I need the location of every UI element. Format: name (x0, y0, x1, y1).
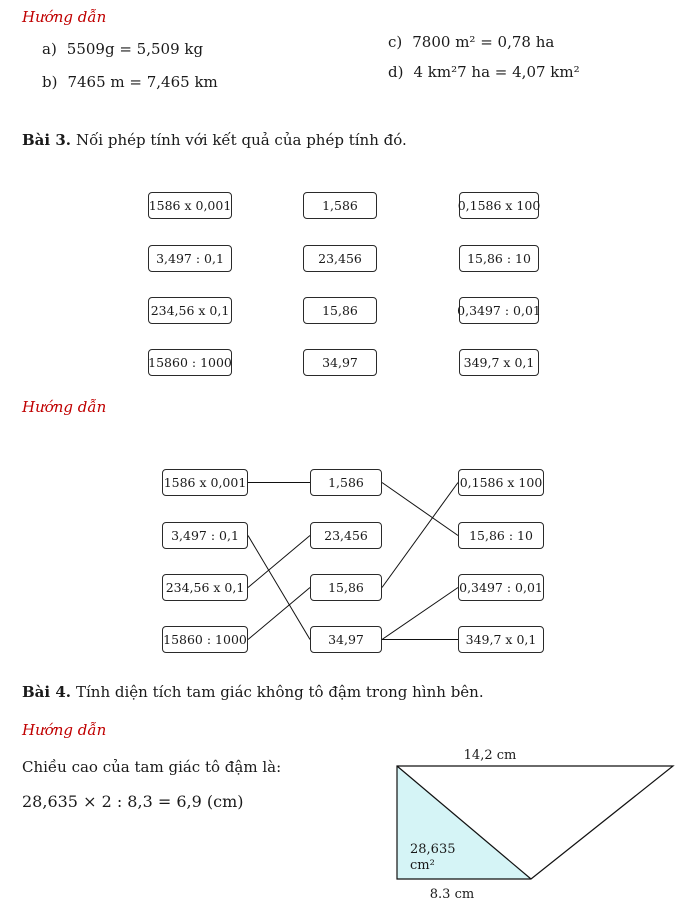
bai4-heading: Hướng dẫn (22, 721, 107, 739)
match-box: 34,97 (303, 349, 377, 376)
bai3-label: Bài 3. (22, 131, 71, 149)
match-box: 3,497 : 0,1 (148, 245, 232, 272)
diagonal-line (396, 765, 532, 880)
match-box: 15,86 (303, 297, 377, 324)
item-text-b: 7465 m = 7,465 km (67, 73, 218, 91)
bai3-answer-diagram: 1586 x 0,001 3,497 : 0,1 234,56 x 0,1 15… (0, 455, 679, 670)
match-box: 0,3497 : 0,01 (457, 297, 541, 324)
bai4-title-text: Tính diện tích tam giác không tô đậm tro… (75, 683, 484, 701)
bai4-figure: 14,2 cm 28,635 cm² 8.3 cm (396, 748, 675, 902)
match-box: 0,1586 x 100 (458, 469, 544, 496)
item-text-a: 5509g = 5,509 kg (66, 40, 204, 58)
match-box: 15860 : 1000 (148, 349, 232, 376)
match-box: 15860 : 1000 (162, 626, 248, 653)
bai3-question-grid: 1586 x 0,001 3,497 : 0,1 234,56 x 0,1 15… (0, 185, 679, 385)
answer-item-a: a) 5509g = 5,509 kg (42, 40, 203, 58)
match-box: 23,456 (310, 522, 382, 549)
match-box: 23,456 (303, 245, 377, 272)
item-label-c: c) (388, 33, 403, 51)
bottom-edge-label: 8.3 cm (430, 887, 474, 902)
bai3-title-text: Nối phép tính với kết quả của phép tính … (75, 131, 407, 149)
match-box: 0,3497 : 0,01 (458, 574, 544, 601)
match-box: 15,86 : 10 (459, 245, 539, 272)
item-label-a: a) (42, 40, 57, 58)
section1-heading: Hướng dẫn (22, 8, 107, 26)
match-box: 15,86 : 10 (458, 522, 544, 549)
bai4-title: Bài 4.Tính diện tích tam giác không tô đ… (22, 683, 484, 701)
item-text-c: 7800 m² = 0,78 ha (412, 33, 555, 51)
match-box: 3,497 : 0,1 (162, 522, 248, 549)
match-box: 349,7 x 0,1 (458, 626, 544, 653)
answer-item-b: b) 7465 m = 7,465 km (42, 73, 218, 91)
match-box: 0,1586 x 100 (458, 192, 540, 219)
answer-item-d: d) 4 km²7 ha = 4,07 km² (388, 63, 580, 81)
bai4-label: Bài 4. (22, 683, 71, 701)
match-box: 15,86 (310, 574, 382, 601)
top-edge-label: 14,2 cm (464, 748, 517, 763)
match-box: 1,586 (310, 469, 382, 496)
bai3-title: Bài 3.Nối phép tính với kết quả của phép… (22, 131, 407, 149)
match-box: 1586 x 0,001 (162, 469, 248, 496)
match-box: 234,56 x 0,1 (148, 297, 232, 324)
match-box: 234,56 x 0,1 (162, 574, 248, 601)
match-box: 1,586 (303, 192, 377, 219)
bai4-formula: 28,635 × 2 : 8,3 = 6,9 (cm) (22, 792, 244, 811)
area-label-unit: cm² (410, 858, 435, 873)
match-box: 349,7 x 0,1 (459, 349, 539, 376)
match-box: 34,97 (310, 626, 382, 653)
item-label-b: b) (42, 73, 58, 91)
area-label-value: 28,635 (410, 842, 456, 857)
item-label-d: d) (388, 63, 404, 81)
match-box: 1586 x 0,001 (148, 192, 232, 219)
answer-item-c: c) 7800 m² = 0,78 ha (388, 33, 554, 51)
item-text-d: 4 km²7 ha = 4,07 km² (413, 63, 580, 81)
bai3-answer-heading: Hướng dẫn (22, 398, 107, 416)
bai4-solution-line: Chiều cao của tam giác tô đậm là: (22, 758, 282, 776)
